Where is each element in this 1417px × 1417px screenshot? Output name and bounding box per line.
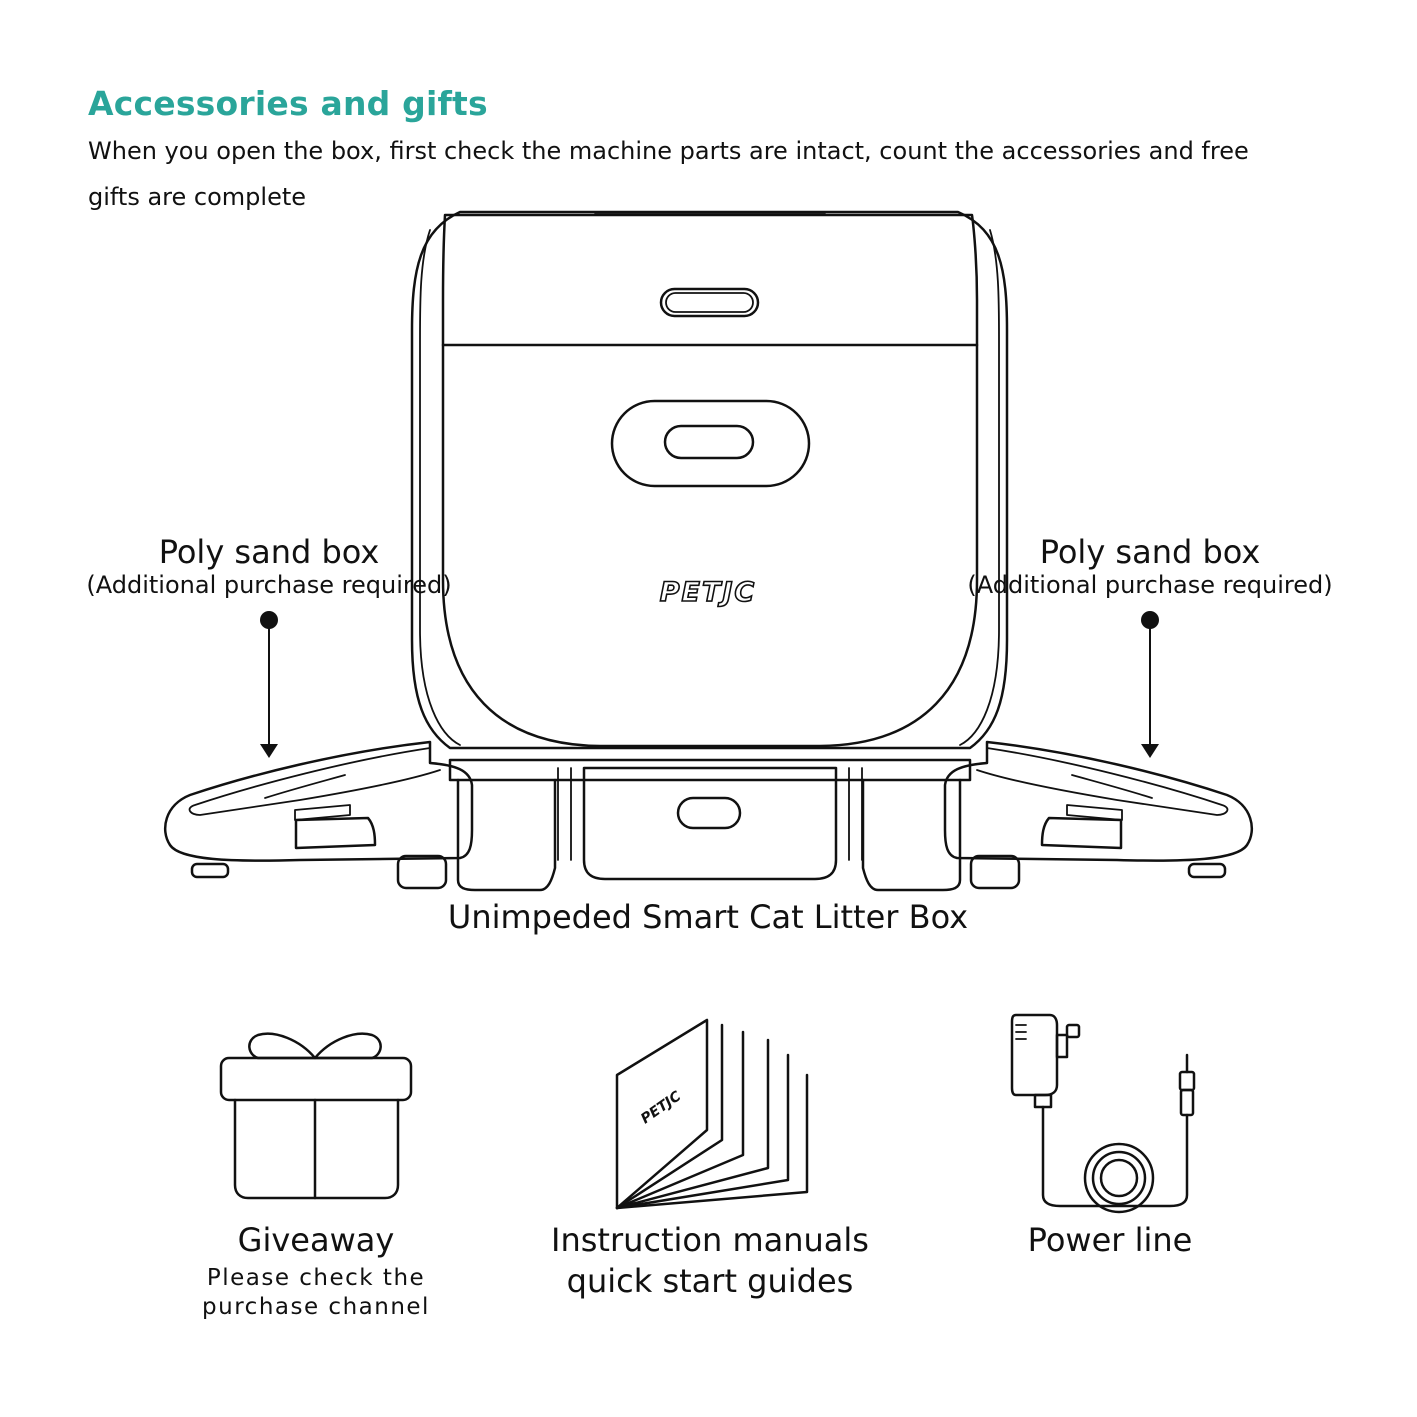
callout-arrow-right: [1141, 611, 1159, 758]
manual-booklet-icon: PETJC: [615, 1018, 809, 1210]
callout-note-left: (Additional purchase required): [86, 571, 452, 599]
manual-brand: PETJC: [638, 1088, 685, 1127]
manuals-label-line1: Instruction manuals: [551, 1221, 869, 1259]
gift-box-icon: [219, 1032, 413, 1200]
sand-box-left: [163, 740, 474, 890]
giveaway-label: Giveaway: [237, 1221, 395, 1259]
callout-arrow-left: [260, 611, 278, 758]
callout-label-left: Poly sand box: [158, 533, 380, 571]
top-handle: [659, 287, 760, 318]
litter-box-base: [448, 758, 972, 892]
brand-logo: PETJC: [660, 577, 757, 608]
sand-box-right: [943, 740, 1254, 890]
section-title: Accessories and gifts: [88, 84, 488, 123]
giveaway-note-line1: Please check the: [206, 1265, 426, 1291]
giveaway-note-line2: purchase channel: [202, 1294, 430, 1320]
product-name: Unimpeded Smart Cat Litter Box: [447, 898, 969, 936]
manuals-label-line2: quick start guides: [566, 1262, 854, 1300]
callout-note-right: (Additional purchase required): [967, 571, 1333, 599]
callout-label-right: Poly sand box: [1039, 533, 1261, 571]
litter-box-body: [410, 210, 1009, 750]
door-handle: [610, 399, 811, 488]
intro-text: When you open the box, first check the m…: [88, 137, 1249, 211]
power-line-label: Power line: [1027, 1221, 1193, 1259]
power-adapter-icon: [1010, 1013, 1196, 1214]
